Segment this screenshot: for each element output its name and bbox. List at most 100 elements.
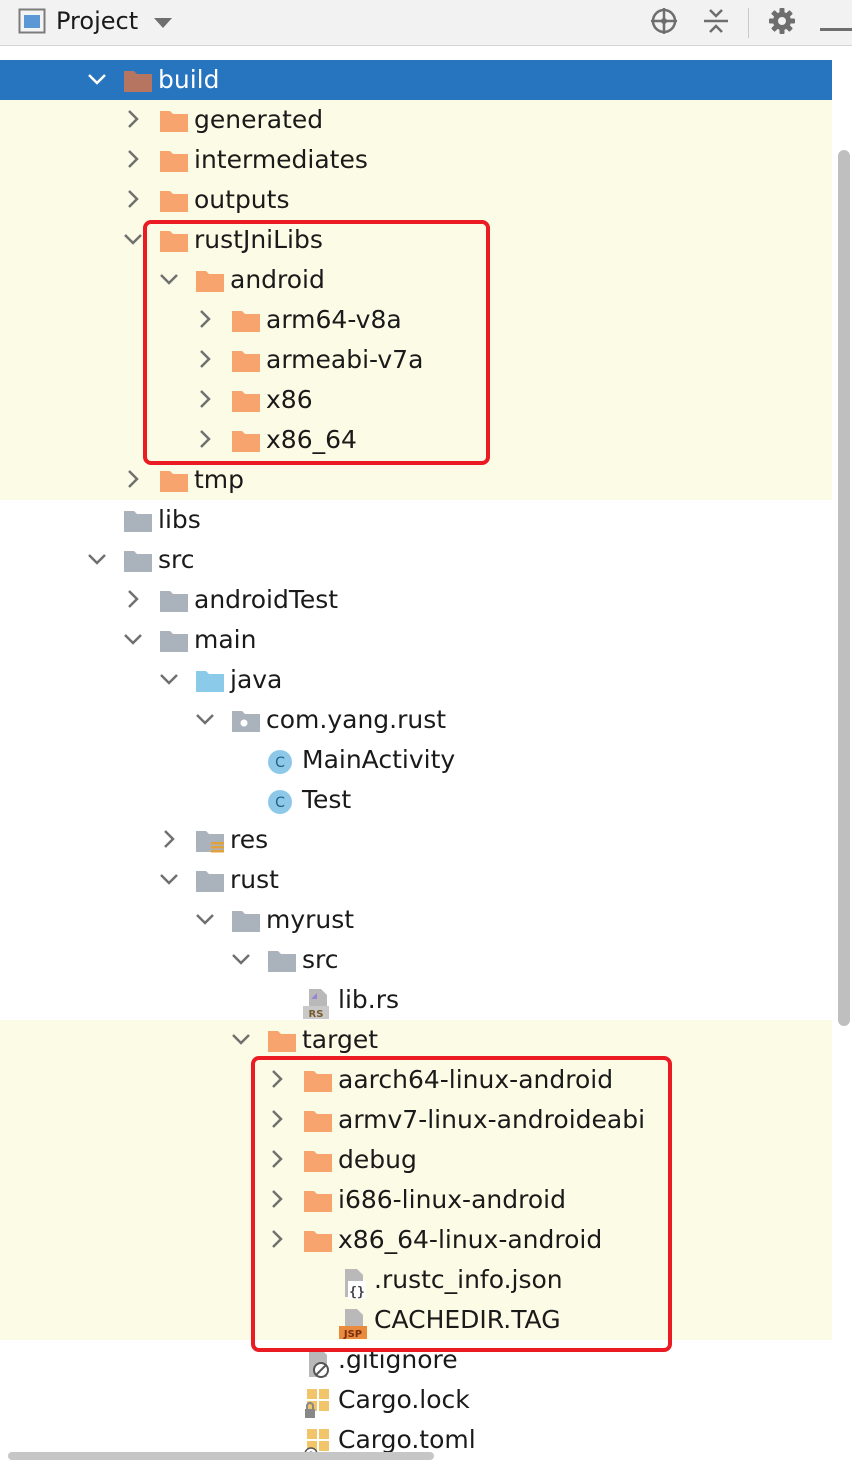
tree-item-label: tmp [194, 465, 245, 494]
tree-row[interactable]: android [0, 260, 832, 300]
horizontal-scrollbar[interactable] [8, 1452, 434, 1460]
chevron-right-icon[interactable] [267, 1188, 287, 1210]
svg-text:C: C [275, 755, 285, 771]
tree-row[interactable]: armeabi-v7a [0, 340, 832, 380]
chevron-down-icon[interactable] [123, 228, 143, 250]
tree-row[interactable]: x86_64 [0, 420, 832, 460]
folder-orange-icon [159, 149, 189, 173]
tree-row[interactable]: outputs [0, 180, 832, 220]
chevron-right-icon[interactable] [123, 468, 143, 490]
tree-row[interactable]: androidTest [0, 580, 832, 620]
tree-item-label: debug [338, 1145, 417, 1174]
vertical-scrollbar[interactable] [838, 150, 850, 1026]
tree-item-label: lib.rs [338, 985, 400, 1014]
chevron-down-icon[interactable] [231, 1028, 251, 1050]
svg-text:{}: {} [349, 1285, 365, 1299]
tree-row[interactable]: ®Cargo.toml [0, 1420, 832, 1461]
tree-item-label: rustJniLibs [194, 225, 323, 254]
folder-orange-icon [303, 1229, 333, 1253]
tree-row[interactable]: res [0, 820, 832, 860]
folder-gray-icon [123, 549, 153, 573]
tree-item-label: MainActivity [302, 745, 456, 774]
folder-orange-icon [267, 1029, 297, 1053]
tree-row[interactable]: armv7-linux-androideabi [0, 1100, 832, 1140]
project-view-title[interactable]: Project [56, 7, 139, 35]
file-jsp-icon: JSP [339, 1309, 369, 1340]
tree-row[interactable]: x86 [0, 380, 832, 420]
gear-icon[interactable] [767, 6, 797, 36]
chevron-down-icon[interactable] [123, 628, 143, 650]
tree-row[interactable]: Cargo.lock [0, 1380, 832, 1420]
chevron-down-icon[interactable] [195, 908, 215, 930]
chevron-down-icon[interactable] [231, 948, 251, 970]
dropdown-caret-icon[interactable] [154, 18, 172, 28]
file-toml-icon: ® [303, 1429, 333, 1461]
folder-orange-icon [231, 389, 261, 413]
chevron-right-icon[interactable] [195, 428, 215, 450]
chevron-right-icon[interactable] [195, 348, 215, 370]
tree-item-label: x86_64-linux-android [338, 1225, 603, 1254]
chevron-right-icon[interactable] [267, 1228, 287, 1250]
file-ignore-icon [303, 1349, 333, 1378]
file-rs-icon: RS [303, 989, 333, 1020]
chevron-right-icon[interactable] [195, 308, 215, 330]
hide-icon[interactable] [820, 18, 852, 31]
tree-row[interactable]: debug [0, 1140, 832, 1180]
tree-row[interactable]: rustJniLibs [0, 220, 832, 260]
tree-row[interactable]: C MainActivity [0, 740, 832, 780]
chevron-right-icon[interactable] [123, 588, 143, 610]
chevron-right-icon[interactable] [267, 1108, 287, 1130]
chevron-down-icon[interactable] [87, 68, 107, 90]
folder-orange-icon [303, 1109, 333, 1133]
locate-icon[interactable] [649, 6, 679, 36]
folder-gray-icon [231, 909, 261, 933]
tree-row[interactable]: target [0, 1020, 832, 1060]
tree-row[interactable]: main [0, 620, 832, 660]
tree-row[interactable]: aarch64-linux-android [0, 1060, 832, 1100]
collapse-all-icon[interactable] [702, 6, 730, 36]
tree-item-label: main [194, 625, 257, 654]
tree-row[interactable]: i686-linux-android [0, 1180, 832, 1220]
folder-orange-icon [159, 109, 189, 133]
chevron-down-icon[interactable] [195, 708, 215, 730]
folder-gray-icon [267, 949, 297, 973]
chevron-down-icon[interactable] [159, 668, 179, 690]
tree-row[interactable]: java [0, 660, 832, 700]
tree-item-label: myrust [266, 905, 355, 934]
tree-item-label: CACHEDIR.TAG [374, 1305, 561, 1334]
tree-item-label: build [158, 65, 220, 94]
annotation-box-rustjnilibs [143, 220, 490, 465]
tree-row[interactable]: tmp [0, 460, 832, 500]
tree-row[interactable]: src [0, 540, 832, 580]
chevron-right-icon[interactable] [195, 388, 215, 410]
tree-row[interactable]: arm64-v8a [0, 300, 832, 340]
tree-row[interactable]: libs [0, 500, 832, 540]
tree-item-label: armv7-linux-androideabi [338, 1105, 646, 1134]
tree-item-label: armeabi-v7a [266, 345, 424, 374]
tree-row[interactable]: com.yang.rust [0, 700, 832, 740]
chevron-down-icon[interactable] [159, 868, 179, 890]
chevron-right-icon[interactable] [159, 828, 179, 850]
chevron-right-icon[interactable] [267, 1148, 287, 1170]
tree-row[interactable]: intermediates [0, 140, 832, 180]
chevron-right-icon[interactable] [267, 1068, 287, 1090]
chevron-down-icon[interactable] [87, 548, 107, 570]
tree-row[interactable]: rust [0, 860, 832, 900]
tree-row[interactable]: src [0, 940, 832, 980]
chevron-right-icon[interactable] [123, 148, 143, 170]
chevron-right-icon[interactable] [123, 108, 143, 130]
tree-row[interactable]: generated [0, 100, 832, 140]
folder-orange-icon [231, 349, 261, 373]
tree-row[interactable]: x86_64-linux-android [0, 1220, 832, 1260]
tree-row[interactable]: myrust [0, 900, 832, 940]
chevron-right-icon[interactable] [123, 188, 143, 210]
tree-row[interactable]: build [0, 60, 832, 100]
package-icon [231, 709, 261, 733]
chevron-down-icon[interactable] [159, 268, 179, 290]
folder-gray-icon [123, 509, 153, 533]
tree-item-label: intermediates [194, 145, 368, 174]
tree-row[interactable]: {}.rustc_info.json [0, 1260, 832, 1300]
